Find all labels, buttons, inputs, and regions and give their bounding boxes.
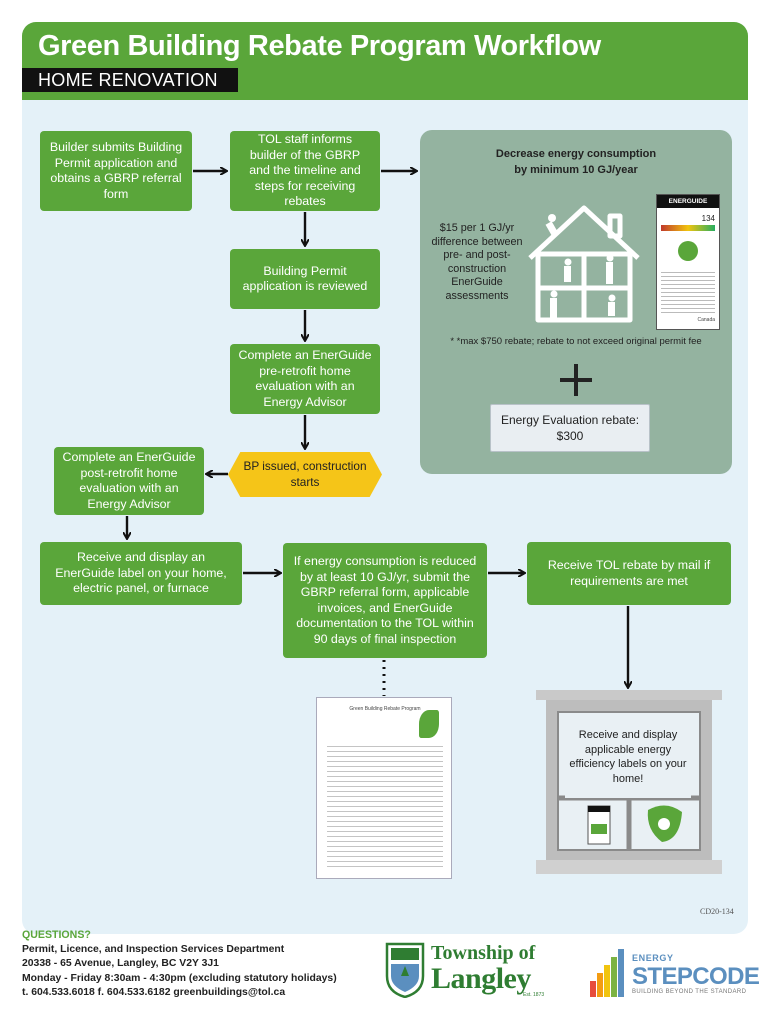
energuide-label-image: ENERGUIDE 134 Canada <box>656 194 720 330</box>
township-of-langley-logo: Township of Langley Est. 1873 <box>385 940 555 1002</box>
step-submit-documentation: If energy consumption is reduced by at l… <box>283 543 487 658</box>
step-code-main: STEPCODE <box>632 963 760 990</box>
window-label: Receive and display applicable energy ef… <box>565 722 691 798</box>
step-bp-issued: BP issued, construction starts <box>228 452 382 497</box>
step-pre-retrofit-evaluation: Complete an EnerGuide pre-retrofit home … <box>230 344 380 414</box>
step-code-bars-icon <box>590 949 624 997</box>
energuide-scale-bar <box>661 225 715 231</box>
rebate-max-note: * *max $750 rebate; rebate to not exceed… <box>450 336 702 347</box>
energuide-label-brand: ENERGUIDE <box>657 195 719 208</box>
step-permit-review: Building Permit application is reviewed <box>230 249 380 309</box>
step-code-tagline: BUILDING BEYOND THE STANDARD <box>632 989 747 995</box>
rebate-panel: Decrease energy consumption by minimum 1… <box>420 130 732 474</box>
rebate-heading-line1: Decrease energy consumption <box>495 148 657 160</box>
questions-heading: QUESTIONS? <box>22 929 91 941</box>
step-code-energy: ENERGY <box>632 953 674 963</box>
tol-logo-line2: Langley <box>431 962 531 995</box>
address: 20338 - 65 Avenue, Langley, BC V2Y 3J1 <box>22 958 219 970</box>
plus-icon <box>558 362 594 398</box>
township-crest-icon <box>385 942 425 998</box>
header-bar: Green Building Rebate Program Workflow H… <box>22 22 748 100</box>
energuide-chart-graphic <box>678 241 698 261</box>
energuide-label-country: Canada <box>697 317 715 323</box>
step-receive-rebate: Receive TOL rebate by mail if requiremen… <box>527 542 731 605</box>
step-submit-permit: Builder submits Building Permit applicat… <box>40 131 192 211</box>
contact-info: t. 604.533.6018 f. 604.533.6182 greenbui… <box>22 987 286 999</box>
referral-form-image: Green Building Rebate Program <box>316 697 452 879</box>
footer-contact: QUESTIONS? Permit, Licence, and Inspecti… <box>22 928 382 1001</box>
step-display-label: Receive and display an EnerGuide label o… <box>40 542 242 605</box>
step-post-retrofit-evaluation: Complete an EnerGuide post-retrofit home… <box>54 447 204 515</box>
page-subtitle: HOME RENOVATION <box>22 68 238 92</box>
step-staff-informs: TOL staff informs builder of the GBRP an… <box>230 131 380 211</box>
document-code: CD20-134 <box>700 907 734 916</box>
form-body-lines <box>327 742 443 868</box>
tol-logo-est: Est. 1873 <box>523 992 545 998</box>
rebate-heading: Decrease energy consumption by minimum 1… <box>420 146 732 178</box>
form-title: Green Building Rebate Program <box>349 706 421 712</box>
energuide-text-lines <box>661 269 715 313</box>
rebate-rate-text: $15 per 1 GJ/yr difference between pre- … <box>431 222 523 302</box>
department-name: Permit, Licence, and Inspection Services… <box>22 943 285 955</box>
energy-evaluation-rebate: Energy Evaluation rebate: $300 <box>490 404 650 452</box>
energuide-label-value: 134 <box>701 214 715 223</box>
tol-logo-line1: Township of <box>431 942 536 964</box>
office-hours: Monday - Friday 8:30am - 4:30pm (excludi… <box>22 972 337 984</box>
page-title: Green Building Rebate Program Workflow <box>38 30 601 62</box>
energy-step-code-logo: ENERGY STEPCODE BUILDING BEYOND THE STAN… <box>588 943 760 1001</box>
house-illustration <box>528 205 640 323</box>
form-logo-graphic <box>419 710 439 738</box>
rebate-heading-line2: by minimum 10 GJ/year <box>514 164 638 176</box>
